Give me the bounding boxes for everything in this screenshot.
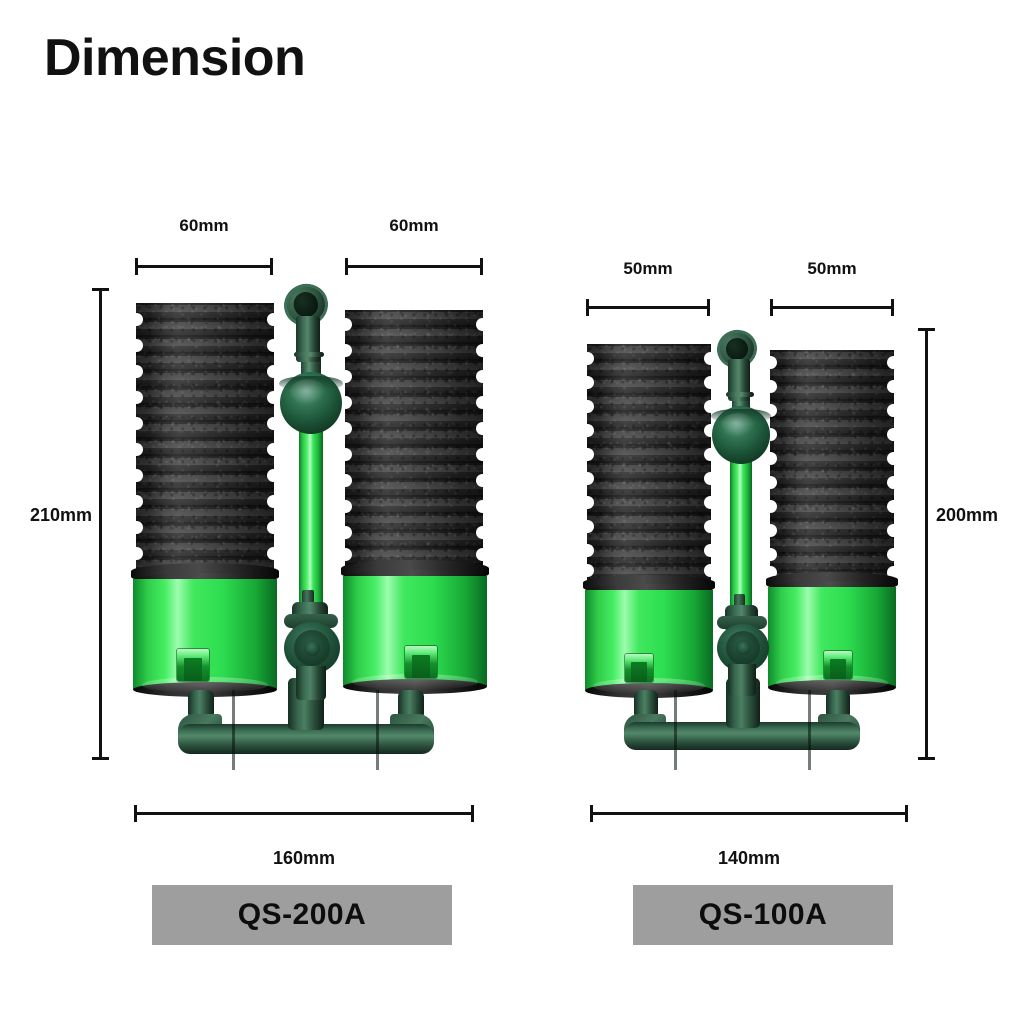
dimension-line-height-200a xyxy=(92,288,109,760)
page-title: Dimension xyxy=(44,29,306,87)
dimension-line-width-200a xyxy=(134,805,474,822)
valve-100a xyxy=(712,594,774,698)
base-pipe-100a xyxy=(618,678,874,770)
nameplate-qs-100a: QS-100A xyxy=(633,885,893,945)
base-pipe-200a xyxy=(170,678,450,770)
dimension-line-height-100a xyxy=(918,328,935,760)
top-elbow-100a xyxy=(712,324,766,414)
dimension-line-right-sponge-200a xyxy=(345,258,483,275)
sponge-right-100a xyxy=(770,350,894,580)
top-elbow-200a xyxy=(278,278,338,374)
dimension-line-width-100a xyxy=(590,805,908,822)
chamber-left-100a xyxy=(585,584,713,698)
sponge-notches-left-100a xyxy=(581,344,598,582)
label-left-sponge-width-100a: 50mm xyxy=(623,259,673,278)
sponge-notches-right-inner-200a xyxy=(339,310,356,568)
sponge-notches-left-inner-100a xyxy=(700,344,717,582)
nameplate-qs-200a: QS-200A xyxy=(152,885,452,945)
sponge-notches-right-inner-100a xyxy=(764,350,781,580)
label-height-200a: 210mm xyxy=(29,505,92,525)
label-left-sponge-width-200a: 60mm xyxy=(179,216,229,235)
label-total-width-100a: 140mm xyxy=(717,848,781,868)
sponge-notches-right-100a xyxy=(883,350,900,580)
chamber-left-200a xyxy=(133,573,277,697)
label-height-100a: 200mm xyxy=(936,505,999,525)
dimension-line-left-sponge-100a xyxy=(586,299,710,316)
label-right-sponge-width-100a: 50mm xyxy=(807,259,857,278)
product-qs-200a: 60mm 60mm 210mm xyxy=(0,0,520,1024)
dimension-line-right-sponge-100a xyxy=(770,299,894,316)
sponge-notches-right-200a xyxy=(472,310,489,568)
nameplate-label-100a: QS-100A xyxy=(698,898,828,931)
valve-200a xyxy=(278,590,344,702)
label-right-sponge-width-200a: 60mm xyxy=(389,216,439,235)
sponge-notches-left-inner-200a xyxy=(263,303,280,571)
dimension-line-left-sponge-200a xyxy=(135,258,273,275)
nameplate-label-200a: QS-200A xyxy=(237,898,367,931)
bulb-100a xyxy=(710,406,772,464)
sponge-left-100a xyxy=(587,344,711,582)
chamber-right-100a xyxy=(768,581,896,695)
sponge-notches-left-200a xyxy=(130,303,147,571)
label-total-width-200a: 160mm xyxy=(272,848,336,868)
bulb-200a xyxy=(278,372,344,434)
chamber-right-200a xyxy=(343,570,487,694)
